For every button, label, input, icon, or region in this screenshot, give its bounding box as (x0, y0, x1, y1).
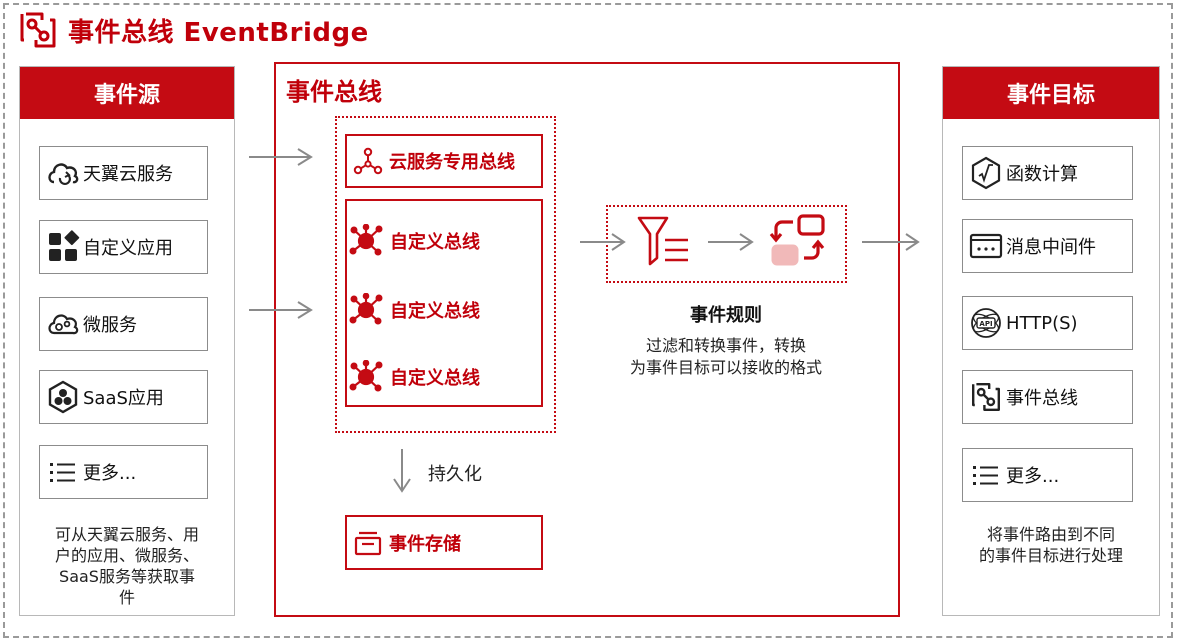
target-item-http[interactable]: API HTTP(S) (962, 296, 1133, 350)
custom-bus-label: 自定义总线 (390, 368, 480, 389)
custom-bus-label: 自定义总线 (390, 301, 480, 322)
event-bus-title: 事件总线 (286, 78, 382, 106)
event-rule-description: 过滤和转换事件，转换 为事件目标可以接收的格式 (629, 336, 822, 377)
targets-header: 事件目标 (943, 67, 1159, 119)
custom-bus-item[interactable]: 自定义总线 (348, 221, 480, 261)
cloud-sync-icon (45, 155, 81, 191)
source-item-label: 微服务 (83, 315, 137, 336)
source-item-cloud-services[interactable]: 天翼云服务 (39, 146, 208, 200)
custom-bus-label: 自定义总线 (390, 232, 480, 253)
list-icon (968, 457, 1004, 493)
app-grid-icon (45, 229, 81, 265)
diagram-title: 事件总线 EventBridge (18, 10, 369, 50)
transform-icon (768, 212, 828, 276)
targets-description: 将事件路由到不同 的事件目标进行处理 (978, 525, 1123, 565)
arrow-bus-to-rule (580, 233, 626, 251)
custom-bus-item[interactable]: 自定义总线 (348, 357, 480, 397)
cloud-cog-icon (45, 306, 81, 342)
storage-tray-icon (351, 526, 385, 560)
svg-text:API: API (979, 320, 992, 328)
persist-label: 持久化 (428, 464, 482, 485)
diagram-frame (3, 3, 1173, 638)
sources-header: 事件源 (20, 67, 234, 119)
source-item-label: 天翼云服务 (83, 164, 173, 185)
target-item-label: 函数计算 (1006, 164, 1078, 185)
target-item-eventbridge[interactable]: 事件总线 (962, 370, 1133, 424)
hub-nodes-icon (348, 359, 384, 395)
cloud-service-bus[interactable]: 云服务专用总线 (345, 134, 543, 188)
hub-nodes-icon (348, 223, 384, 259)
function-icon (968, 155, 1004, 191)
filter-list-icon (636, 212, 692, 272)
eventbridge-logo-icon (18, 10, 58, 50)
target-item-label: 更多... (1006, 466, 1060, 487)
arrow-rule-to-targets (862, 233, 920, 251)
target-item-label: 事件总线 (1006, 388, 1078, 409)
source-item-label: 更多... (83, 463, 137, 484)
event-storage[interactable]: 事件存储 (345, 515, 543, 570)
message-window-icon (968, 228, 1004, 264)
arrow-sources-to-custom-bus (249, 301, 313, 319)
source-item-saas[interactable]: SaaS应用 (39, 370, 208, 424)
source-item-custom-app[interactable]: 自定义应用 (39, 220, 208, 274)
target-item-message[interactable]: 消息中间件 (962, 219, 1133, 273)
event-rule-box[interactable] (606, 205, 847, 283)
source-item-label: SaaS应用 (83, 388, 164, 409)
event-bus-panel (274, 62, 900, 617)
target-item-label: 消息中间件 (1006, 237, 1096, 258)
bus-group (335, 116, 556, 433)
event-rule-title: 事件规则 (690, 305, 762, 326)
cloud-service-bus-label: 云服务专用总线 (389, 152, 515, 173)
main-title-text: 事件总线 EventBridge (68, 17, 369, 48)
saas-hexagon-icon (45, 379, 81, 415)
target-item-function[interactable]: 函数计算 (962, 146, 1133, 200)
source-item-label: 自定义应用 (83, 238, 173, 259)
hub-nodes-icon (348, 292, 384, 328)
arrow-filter-to-transform (708, 233, 754, 251)
source-item-more[interactable]: 更多... (39, 445, 208, 499)
event-storage-label: 事件存储 (389, 533, 461, 555)
list-icon (45, 454, 81, 490)
target-item-more[interactable]: 更多... (962, 448, 1133, 502)
eventbridge-icon (968, 379, 1004, 415)
arrow-bus-to-storage (393, 449, 411, 493)
target-item-label: HTTP(S) (1006, 312, 1078, 334)
custom-bus-box (345, 199, 543, 407)
custom-bus-item[interactable]: 自定义总线 (348, 290, 480, 330)
source-item-microservice[interactable]: 微服务 (39, 297, 208, 351)
sources-description: 可从天翼云服务、用 户的应用、微服务、 SaaS服务等获取事 件 (54, 525, 199, 607)
api-globe-icon: API (968, 305, 1004, 341)
network-nodes-icon (351, 144, 385, 178)
arrow-sources-to-cloud-bus (249, 148, 313, 166)
